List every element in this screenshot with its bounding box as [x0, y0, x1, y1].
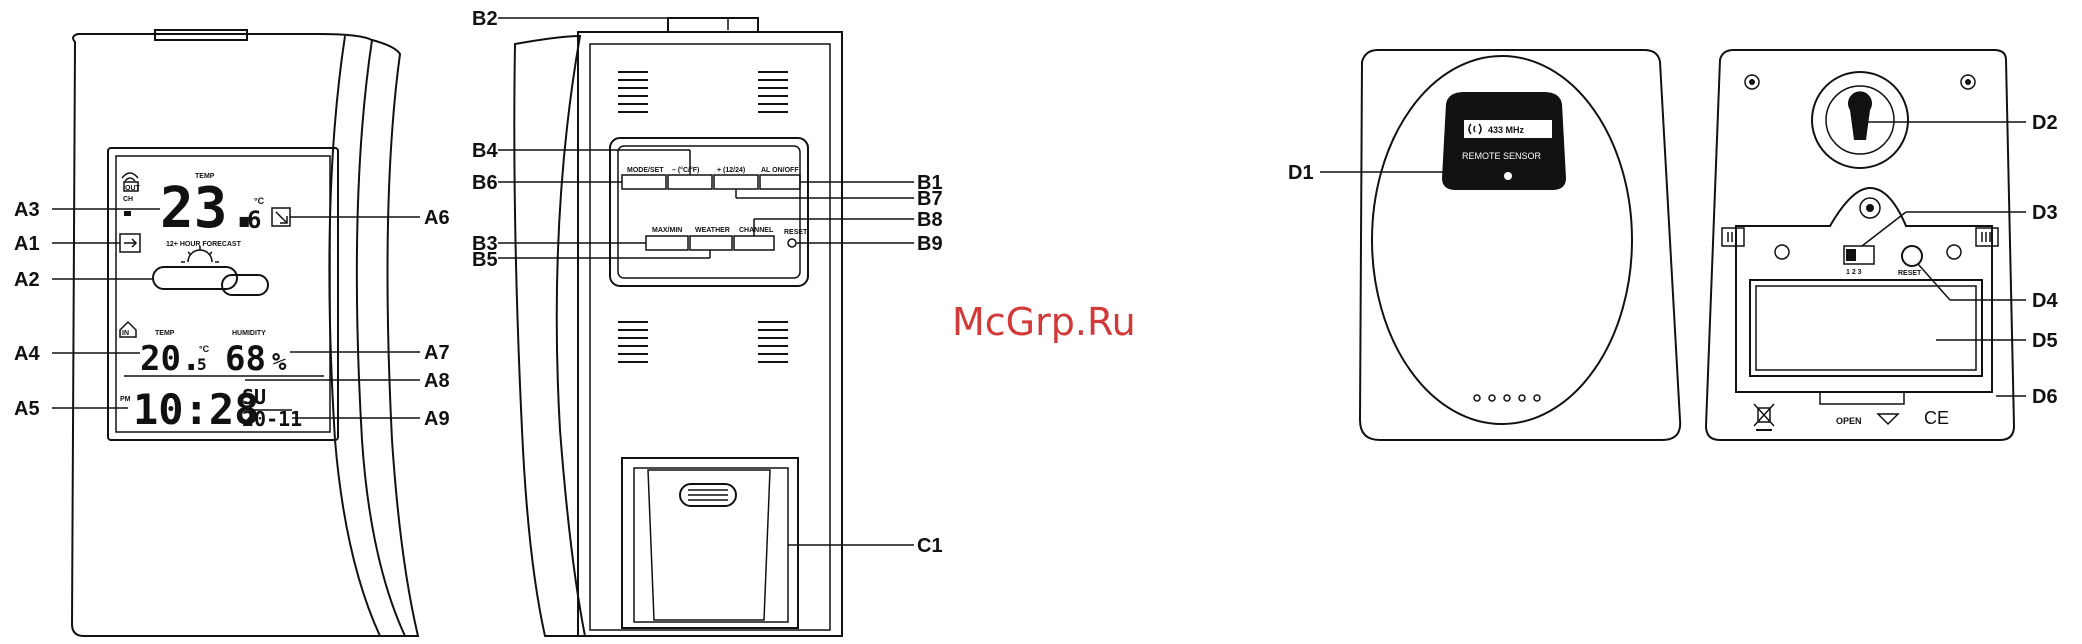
- svg-text:WEATHER: WEATHER: [695, 227, 730, 234]
- back-vent-bottom: [618, 322, 788, 362]
- callout-A5: A5: [14, 398, 40, 420]
- callout-D6: D6: [2032, 386, 2058, 408]
- callout-A1: A1: [14, 233, 40, 255]
- max-min-button[interactable]: [646, 236, 688, 250]
- in-temp-unit: °C: [199, 344, 210, 354]
- out-temp-decimal: 6: [247, 206, 261, 234]
- sensor-badge: [1442, 92, 1566, 190]
- clock-time: 10:28: [133, 385, 259, 434]
- channel-button[interactable]: [734, 236, 774, 250]
- sensor-reset-button[interactable]: [1902, 246, 1922, 266]
- sensor-led: [1504, 172, 1512, 180]
- top-button: [668, 18, 758, 32]
- out-label: OUT: [125, 185, 141, 192]
- switch-numbers: 1 2 3: [1846, 269, 1862, 276]
- in-temp-label: TEMP: [155, 330, 175, 337]
- callout-B2: B2: [472, 8, 498, 30]
- sensor-label: REMOTE SENSOR: [1462, 151, 1542, 161]
- plus-button[interactable]: [714, 175, 758, 189]
- humidity-value: 68: [225, 339, 266, 379]
- mode-set-button[interactable]: [622, 175, 666, 189]
- callout-B8: B8: [917, 209, 943, 231]
- out-temp-unit: °C: [254, 196, 265, 206]
- reset-button[interactable]: [788, 239, 796, 247]
- watermark: McGrp.Ru: [952, 300, 1136, 344]
- svg-text:RESET: RESET: [784, 229, 808, 236]
- callout-D1: D1: [1288, 162, 1314, 184]
- display-unit-back: MODE/SET – (°C/°F) + (12/24) AL ON/OFF M…: [472, 8, 943, 636]
- callout-B4: B4: [472, 140, 498, 162]
- callout-A6: A6: [424, 207, 450, 229]
- display-unit-front: OUT CH TEMP 23. 6 °C 12+ HOUR FORECAST I…: [14, 30, 450, 636]
- callout-A9: A9: [424, 408, 450, 430]
- callout-A2: A2: [14, 269, 40, 291]
- callout-B9: B9: [917, 233, 943, 255]
- sensor-back: 1 2 3 RESET OPEN CE D2 D3 D4 D5 D6: [1706, 50, 2058, 440]
- forecast-label: 12+ HOUR FORECAST: [166, 241, 242, 248]
- out-temp-value: 23.: [160, 176, 261, 241]
- callout-D3: D3: [2032, 202, 2058, 224]
- svg-text:AL ON/OFF: AL ON/OFF: [761, 167, 799, 174]
- open-label: OPEN: [1836, 416, 1862, 426]
- alarm-on-off-button[interactable]: [760, 175, 800, 189]
- in-label: IN: [122, 330, 129, 337]
- callout-C1: C1: [917, 535, 943, 557]
- callout-B6: B6: [472, 172, 498, 194]
- in-temp-decimal: 5: [197, 355, 207, 374]
- callout-A4: A4: [14, 343, 40, 365]
- button-panel: [610, 138, 808, 286]
- back-vent-top: [618, 72, 788, 112]
- sensor-reset-label: RESET: [1898, 270, 1922, 277]
- svg-text:CHANNEL: CHANNEL: [739, 227, 774, 234]
- svg-text:MAX/MIN: MAX/MIN: [652, 227, 682, 234]
- callout-A7: A7: [424, 342, 450, 364]
- in-temp-value: 20.: [140, 339, 201, 379]
- callout-D4: D4: [2032, 290, 2058, 312]
- out-signal-icon: [122, 173, 138, 181]
- weee-icon: [1754, 404, 1774, 430]
- callout-D2: D2: [2032, 112, 2058, 134]
- weather-button[interactable]: [690, 236, 732, 250]
- callout-B5: B5: [472, 249, 498, 271]
- svg-text:MODE/SET: MODE/SET: [627, 167, 664, 174]
- svg-text:+ (12/24): + (12/24): [717, 167, 745, 174]
- callout-A3: A3: [14, 199, 40, 221]
- humidity-label: HUMIDITY: [232, 330, 266, 337]
- speaker-holes: [1474, 395, 1540, 401]
- weekday-value: SU: [242, 385, 266, 409]
- ce-mark: CE: [1924, 408, 1949, 428]
- minus-button[interactable]: [668, 175, 712, 189]
- sensor-battery-compartment: [1750, 280, 1982, 376]
- sensor-front: 433 MHz REMOTE SENSOR D1: [1288, 50, 1680, 440]
- svg-text:– (°C/°F): – (°C/°F): [672, 166, 699, 174]
- sensor-frequency: 433 MHz: [1488, 125, 1525, 135]
- callout-B7: B7: [917, 188, 943, 210]
- callout-D5: D5: [2032, 330, 2058, 352]
- callout-A8: A8: [424, 370, 450, 392]
- ch-label: CH: [123, 196, 133, 203]
- humidity-percent: %: [272, 348, 287, 376]
- pm-label: PM: [120, 396, 131, 403]
- weather-forecast-icon: [153, 246, 268, 295]
- open-arrow-icon: [1878, 414, 1898, 424]
